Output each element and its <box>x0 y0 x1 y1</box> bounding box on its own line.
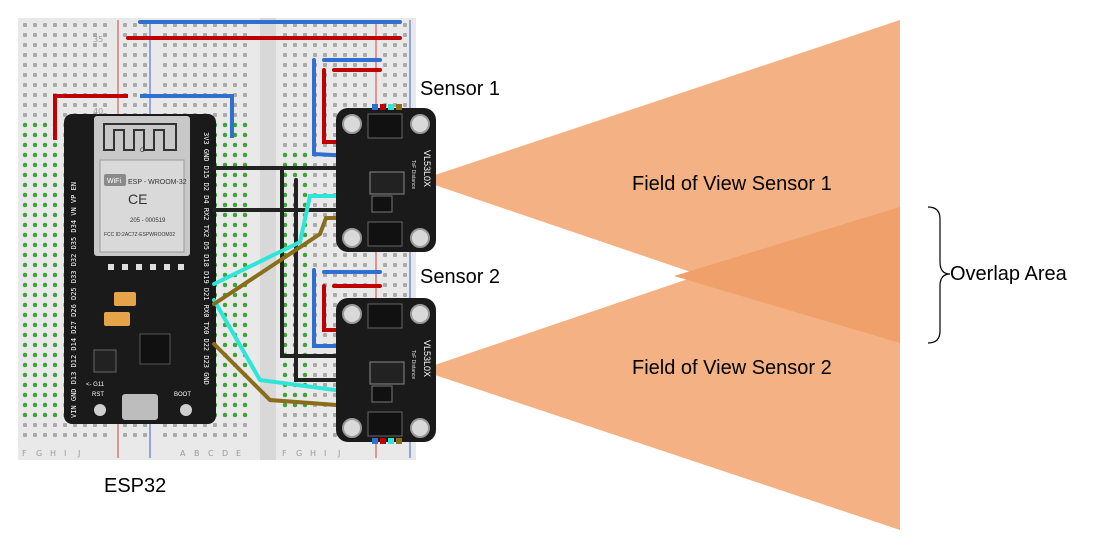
rst-button[interactable] <box>94 404 106 416</box>
esp32-right-pin-labels: 3V3 GND D15 D2 D4 RX2 TX2 D5 D18 D19 D21… <box>202 132 210 385</box>
cert-number: 205 - 000519 <box>130 218 166 224</box>
module-brand: ESP - WROOM-32 <box>128 179 187 186</box>
col-letter-left-1: G <box>36 449 42 458</box>
col-letter-mid-4: E <box>236 449 241 458</box>
overlap-area-label: Overlap Area <box>950 263 1068 285</box>
top-wires <box>53 20 402 140</box>
boot-button[interactable] <box>180 404 192 416</box>
sensor2-chip-name: VL53L0X <box>422 340 432 377</box>
col-letter-left-2: H <box>50 449 56 458</box>
col-letter-left-4: J <box>77 449 80 458</box>
col-letter-right-1: G <box>296 449 302 458</box>
sensor2-chip-sub: ToF Distance <box>410 350 416 379</box>
col-letter-mid-0: A <box>180 449 186 458</box>
col-letter-mid-1: B <box>194 449 200 458</box>
col-letter-right-3: I <box>324 449 326 458</box>
pin-hint: <- G11 <box>86 382 105 388</box>
column-letters: F G H I J A B C D E F G H I J <box>22 449 340 458</box>
c-mark: C <box>140 148 145 154</box>
boot-label: BOOT <box>174 392 191 398</box>
overlap-bracket <box>927 206 951 344</box>
col-letter-left-3: I <box>64 449 66 458</box>
col-letter-right-0: F <box>282 449 287 458</box>
wifi-badge: WiFi <box>107 178 121 185</box>
col-letter-right-2: H <box>310 449 316 458</box>
col-letter-left-0: F <box>22 449 27 458</box>
row-number-35: 35 <box>93 35 103 44</box>
sensor1-label: Sensor 1 <box>420 78 500 100</box>
esp32-label: ESP32 <box>104 475 166 497</box>
sensor1-board: VL53L0X ToF Distance <box>336 104 436 252</box>
fcc-id: FCC ID:2AC7Z-ESPWROOM32 <box>104 232 175 238</box>
overlap-area-region <box>674 207 900 343</box>
col-letter-mid-2: C <box>208 449 214 458</box>
ce-mark: CE <box>128 191 147 207</box>
esp32-left-pin-labels: VIN GND D13 D12 D14 D27 D26 D25 D33 D32 … <box>70 182 78 418</box>
fov-sensor2-label: Field of View Sensor 2 <box>632 357 832 379</box>
row-number-40: 40 <box>93 107 103 116</box>
sensor1-chip-name: VL53L0X <box>422 150 432 187</box>
sensor2-board: VL53L0X ToF Distance <box>336 298 436 444</box>
col-letter-right-4: J <box>337 449 340 458</box>
fov-sensor1-label: Field of View Sensor 1 <box>632 173 832 195</box>
esp32-board: C WiFi ESP - WROOM-32 CE 205 - 000519 FC… <box>64 114 216 424</box>
col-letter-mid-3: D <box>222 449 228 458</box>
signal-wires <box>212 58 382 408</box>
rst-label: RST <box>92 392 104 398</box>
sensor2-label: Sensor 2 <box>420 266 500 288</box>
sensor1-chip-sub: ToF Distance <box>410 160 416 189</box>
